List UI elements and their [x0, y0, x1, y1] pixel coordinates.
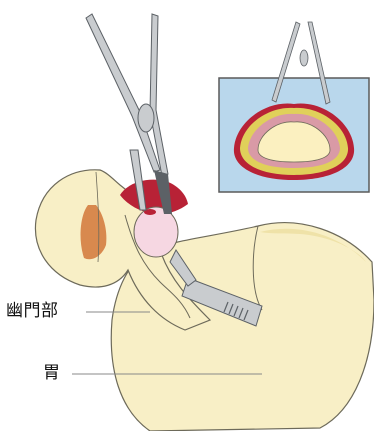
pylorus-label: 幽門部 — [6, 303, 59, 320]
forceps-arm-left — [86, 14, 160, 172]
stomach-label: 胃 — [43, 365, 61, 382]
inset-cross-section — [219, 22, 369, 192]
mucosa-bulb — [134, 207, 178, 257]
forceps-pivot — [138, 104, 154, 132]
inset-forceps-pivot — [300, 50, 308, 66]
